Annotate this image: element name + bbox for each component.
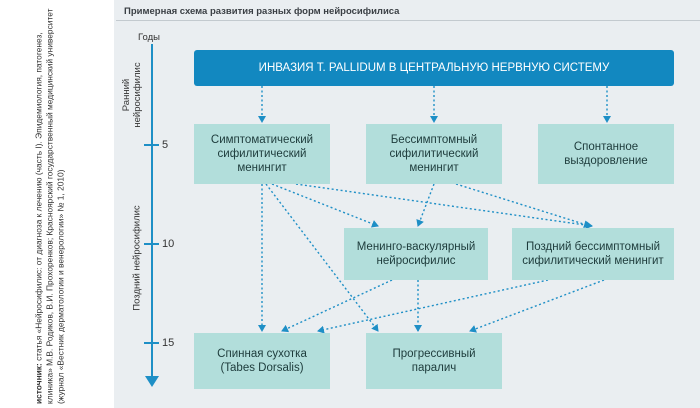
tabes-dorsalis-box: Спинная сухотка (Tabes Dorsalis) — [194, 333, 330, 389]
progressive-paralysis-box: Прогрессивный паралич — [366, 333, 502, 389]
arrow-late-asymptomatic-to-tabes — [317, 279, 549, 334]
meningovascular-box: Менинго-васкулярный нейросифилис — [344, 228, 488, 280]
asymptomatic-meningitis-box: Бессимптомный сифилитический менингит — [366, 124, 502, 184]
arrow-late-asymptomatic-to-paralysis — [469, 279, 605, 333]
time-axis — [151, 44, 153, 378]
axis-tick — [144, 342, 159, 344]
axis-title: Годы — [138, 32, 160, 43]
diagram-title: Примерная схема развития разных форм ней… — [124, 6, 400, 17]
axis-arrowhead — [145, 376, 159, 387]
title-divider — [116, 20, 700, 21]
axis-tick — [144, 144, 159, 146]
arrow-asymptomatic-to-meningovascular — [416, 183, 435, 227]
arrow-meningovascular-to-tabes — [281, 279, 393, 333]
axis-tick — [144, 243, 159, 245]
arrow-symptomatic-to-meningovascular — [271, 183, 379, 228]
symptomatic-meningitis-box: Симптоматический сифилитический менингит — [194, 124, 330, 184]
axis-tick-label: 10 — [162, 238, 175, 250]
axis-tick-label: 15 — [162, 337, 175, 349]
invasion-box: ИНВАЗИЯ T. PALLIDUM В ЦЕНТРАЛЬНУЮ НЕРВНУ… — [194, 50, 674, 86]
arrow-asymptomatic-to-late-asymptomatic — [455, 183, 591, 229]
arrow-symptomatic-to-paralysis — [265, 183, 379, 332]
late-asymptomatic-meningitis-box: Поздний бессимптомный сифилитический мен… — [512, 228, 674, 280]
axis-tick-label: 5 — [162, 139, 169, 151]
spontaneous-recovery-box: Спонтанное выздоровление — [538, 124, 674, 184]
arrow-symptomatic-to-late-asymptomatic — [295, 183, 593, 230]
